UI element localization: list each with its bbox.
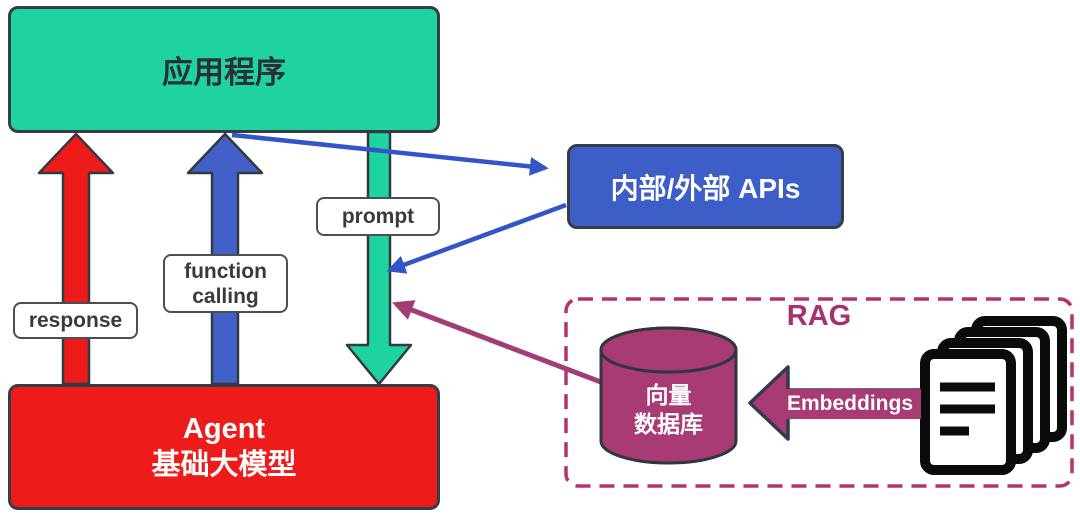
application-box-label: 应用程序 [162,55,286,90]
rag-title: RAG [767,299,871,333]
apis-box-label: 内部/外部 APIs [610,172,801,204]
apis-to-prompt-arrow [386,202,567,274]
vector-db-label-line1: 向量 [645,382,692,408]
agent-box: Agent 基础大模型 [8,384,440,510]
apis-box: 内部/外部 APIs [567,144,844,229]
function-calling-label-line1: function [184,259,267,283]
function-calling-label-line2: calling [192,284,259,308]
response-label: response [13,302,138,339]
prompt-label: prompt [316,197,440,236]
rag-container-border [564,297,1074,488]
app-to-apis-arrow [231,132,549,176]
embeddings-label-text: Embeddings [786,392,913,415]
response-label-text: response [28,309,123,332]
rag-title-text: RAG [786,299,852,332]
response-arrow [37,132,115,386]
prompt-arrow [345,130,413,386]
agent-box-label: Agent 基础大模型 [151,411,296,483]
embeddings-label: Embeddings [779,389,921,419]
function-calling-label: function calling [163,254,288,313]
database-cylinder-icon [599,326,738,465]
stacked-documents-icon [920,316,1067,475]
agent-box-label-line1: Agent [182,413,266,445]
prompt-label-text: prompt [341,205,415,228]
agent-box-label-line2: 基础大模型 [151,449,297,481]
vector-db-label: 向量 数据库 [600,381,737,439]
rag-retrieval-arrow [392,300,607,387]
vector-db-label-line2: 数据库 [634,411,703,437]
document-page-front [920,349,1016,475]
application-box: 应用程序 [8,6,440,133]
